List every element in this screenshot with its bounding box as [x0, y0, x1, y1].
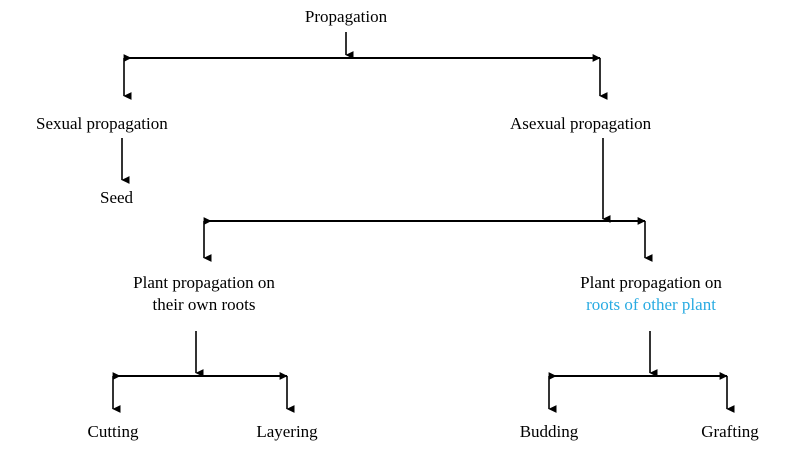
node-sexual-propagation-label: Sexual propagation: [36, 114, 168, 133]
node-propagation: Propagation: [0, 6, 692, 27]
node-other-roots-line1: Plant propagation on: [580, 273, 722, 292]
node-own-roots-line1: Plant propagation on: [133, 273, 275, 292]
node-seed-label: Seed: [100, 188, 134, 207]
node-layering: Layering: [212, 421, 362, 442]
node-sexual-propagation: Sexual propagation: [36, 113, 168, 134]
node-budding-label: Budding: [519, 422, 579, 441]
node-asexual-propagation: Asexual propagation: [510, 113, 651, 134]
node-asexual-propagation-label: Asexual propagation: [510, 114, 652, 133]
node-budding: Budding: [474, 421, 624, 442]
node-cutting: Cutting: [38, 421, 188, 442]
node-grafting-label: Grafting: [701, 422, 759, 441]
node-layering-label: Layering: [256, 422, 318, 441]
node-own-roots: Plant propagation on their own roots: [80, 272, 328, 316]
node-seed: Seed: [100, 187, 133, 208]
node-cutting-label: Cutting: [87, 422, 139, 441]
node-other-roots-line2: roots of other plant: [586, 295, 716, 314]
node-propagation-label: Propagation: [304, 7, 388, 26]
node-own-roots-line2: their own roots: [152, 295, 256, 314]
node-grafting: Grafting: [655, 421, 785, 442]
node-other-roots: Plant propagation on roots of other plan…: [527, 272, 775, 316]
